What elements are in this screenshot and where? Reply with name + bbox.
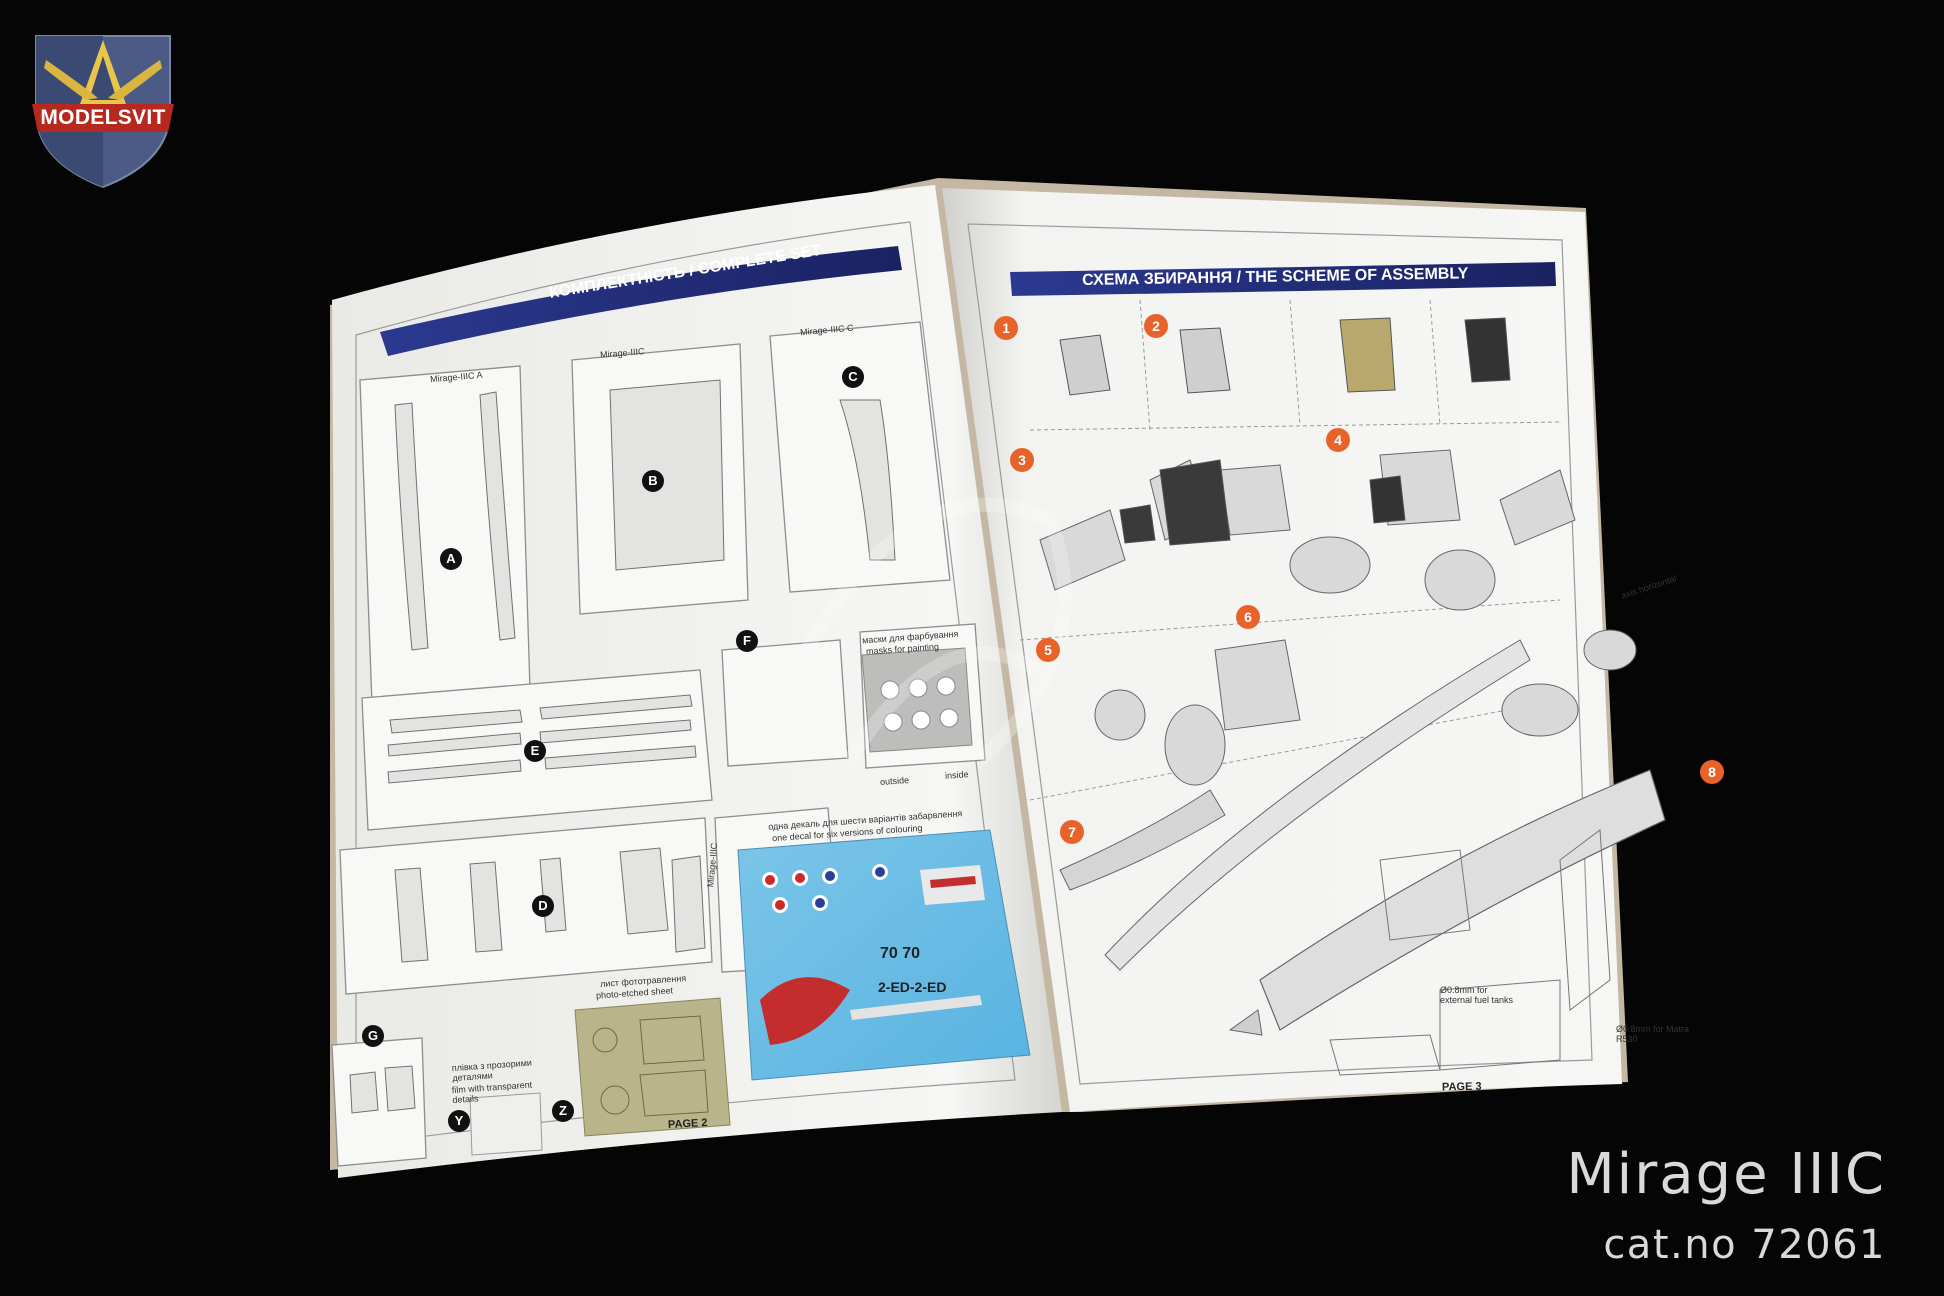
step-3-marker: 3 (1010, 448, 1034, 472)
left-page-number: PAGE 2 (667, 1116, 708, 1132)
catalog-number: cat.no 72061 (1603, 1222, 1886, 1268)
svg-text:70 70: 70 70 (880, 945, 920, 962)
step-7-marker: 7 (1060, 820, 1084, 844)
right-page-number: PAGE 3 (1441, 1080, 1482, 1094)
step-6-marker: 6 (1236, 605, 1260, 629)
sprue-z-marker: Z (552, 1100, 574, 1122)
note-matra-r530: Ø0.8mm for Matra R530 (1616, 1024, 1690, 1044)
svg-text:2-ED-2-ED: 2-ED-2-ED (878, 979, 946, 995)
sprue-y-marker: Y (448, 1110, 470, 1132)
step-4-marker: 4 (1326, 428, 1350, 452)
sprue-g-marker: G (362, 1025, 384, 1047)
note-external-fuel-tanks: Ø0.8mm for external fuel tanks (1440, 985, 1514, 1005)
sprue-c-marker: C (842, 366, 864, 388)
step-5-marker: 5 (1036, 638, 1060, 662)
brand-logo: MODELSVIT (28, 22, 178, 190)
left-banner (380, 246, 902, 356)
sprue-b-marker: B (642, 470, 664, 492)
brand-name: MODELSVIT (40, 106, 166, 129)
sprue-a-marker: A (440, 548, 462, 570)
sprue-d-marker: D (532, 895, 554, 917)
step-2-marker: 2 (1144, 314, 1168, 338)
sprue-e-marker: E (524, 740, 546, 762)
sprue-f-marker: F (736, 630, 758, 652)
right-banner (1010, 262, 1556, 296)
masks-outside-label: outside (879, 774, 910, 788)
step-8-marker: 8 (1700, 760, 1724, 784)
step-1-marker: 1 (994, 316, 1018, 340)
product-title: Mirage IIIC (1566, 1142, 1886, 1207)
masks-inside-label: inside (944, 769, 969, 781)
